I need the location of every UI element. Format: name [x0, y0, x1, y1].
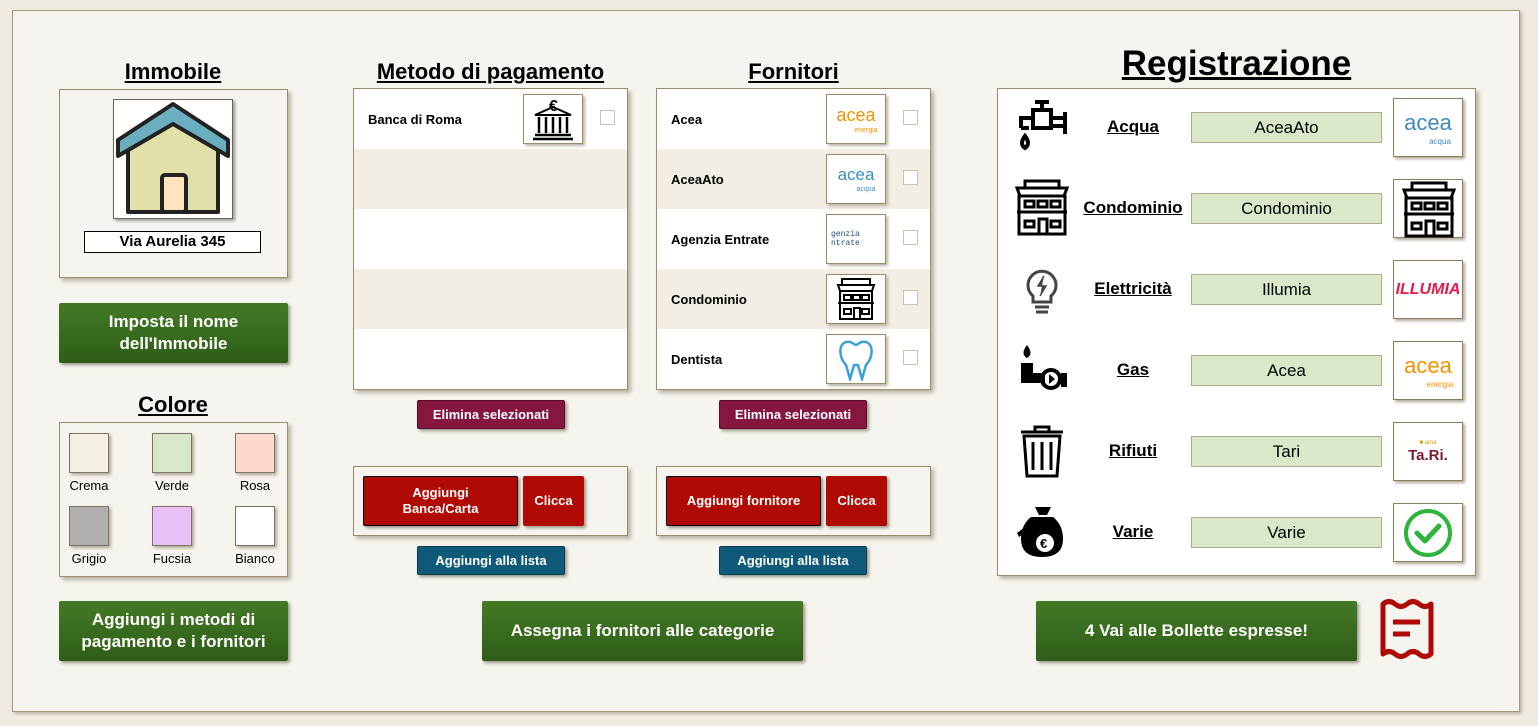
building-logo: [1393, 179, 1463, 238]
tooth-icon: [826, 334, 886, 384]
suppliers-heading: Fornitori: [748, 59, 839, 84]
building-icon: [826, 274, 886, 324]
registration-box: [997, 88, 1476, 576]
go-to-bills-button[interactable]: 4 Vai alle Bollette espresse!: [1036, 601, 1357, 661]
color-swatch-rosa[interactable]: [235, 433, 275, 473]
agenzia-entrate-logo: genzia ntrate: [826, 214, 886, 264]
set-name-button[interactable]: Imposta il nome dell'Immobile: [59, 303, 288, 363]
list-item[interactable]: Banca di Roma: [354, 89, 627, 149]
list-item[interactable]: AceaAto: [657, 149, 930, 209]
add-methods-button[interactable]: Aggiungi i metodi di pagamento e i forni…: [59, 601, 288, 661]
list-item[interactable]: Condominio: [657, 269, 930, 329]
address-field[interactable]: Via Aurelia 345: [84, 231, 261, 253]
add-supplier-to-list-button[interactable]: Aggiungi alla lista: [719, 546, 867, 575]
supplier-name: Dentista: [671, 351, 723, 367]
receipt-icon[interactable]: [1378, 598, 1436, 665]
add-supplier-field[interactable]: Aggiungi fornitore: [666, 476, 821, 526]
list-item[interactable]: Dentista: [657, 329, 930, 389]
checkmark-icon: [1393, 503, 1463, 562]
click-button[interactable]: Clicca: [826, 476, 887, 526]
swatch-label: Crema: [69, 478, 109, 493]
bank-icon: €: [523, 94, 583, 144]
acea-acqua-logo: acea acqua: [826, 154, 886, 204]
swatch-label: Verde: [155, 478, 189, 493]
colore-heading: Colore: [138, 392, 208, 417]
immobile-heading: Immobile: [124, 59, 222, 84]
color-swatch-grigio[interactable]: [69, 506, 109, 546]
category-label-3[interactable]: Gas: [1116, 360, 1150, 379]
category-supplier-field[interactable]: Tari: [1191, 436, 1382, 467]
select-checkbox[interactable]: [903, 110, 918, 125]
click-button[interactable]: Clicca: [523, 476, 584, 526]
category-label-1[interactable]: Condominio: [1083, 198, 1183, 217]
swatch-label: Bianco: [235, 551, 275, 566]
color-swatch-verde[interactable]: [152, 433, 192, 473]
logo-subtext: acqua: [856, 186, 876, 193]
swatch-label: Fucsia: [152, 551, 192, 566]
color-swatch-fucsia[interactable]: [152, 506, 192, 546]
swatch-label: Rosa: [239, 478, 271, 493]
svg-text:€: €: [1040, 536, 1047, 551]
select-checkbox[interactable]: [903, 290, 918, 305]
house-icon[interactable]: [113, 99, 233, 219]
lightbulb-icon: [1013, 260, 1071, 318]
select-checkbox[interactable]: [600, 110, 615, 125]
category-supplier-field[interactable]: Illumia: [1191, 274, 1382, 305]
category-label-5[interactable]: Varie: [1112, 522, 1154, 541]
color-swatch-crema[interactable]: [69, 433, 109, 473]
gas-pipe-icon: [1013, 341, 1071, 399]
assign-suppliers-button[interactable]: Assegna i fornitori alle categorie: [482, 601, 803, 661]
logo-subtext: energia: [854, 126, 878, 134]
empty-row: [354, 149, 627, 209]
payment-list: Banca di Roma €: [353, 88, 628, 390]
supplier-name: Condominio: [671, 291, 747, 307]
payment-name: Banca di Roma: [368, 111, 462, 127]
trash-bin-icon: [1013, 422, 1071, 480]
logo-text: acea: [836, 104, 876, 125]
category-label-2[interactable]: Elettricità: [1094, 279, 1172, 298]
select-checkbox[interactable]: [903, 350, 918, 365]
list-item[interactable]: Agenzia Entrate: [657, 209, 930, 269]
category-supplier-field[interactable]: Condominio: [1191, 193, 1382, 224]
illumia-logo: ILLUMIA: [1393, 260, 1463, 319]
category-supplier-field[interactable]: Acea: [1191, 355, 1382, 386]
logo-text: genzia ntrate: [831, 230, 860, 248]
swatch-label: Grigio: [71, 551, 107, 566]
supplier-name: Acea: [671, 111, 703, 127]
money-bag-icon: €: [1013, 503, 1071, 561]
suppliers-list: Acea AceaAto Agenzia Entrate Condominio …: [656, 88, 931, 390]
delete-selected-suppliers-button[interactable]: Elimina selezionati: [719, 400, 867, 429]
empty-row: [354, 269, 627, 329]
add-payment-to-list-button[interactable]: Aggiungi alla lista: [417, 546, 565, 575]
building-icon: [1013, 179, 1071, 237]
payment-heading: Metodo di pagamento: [376, 59, 605, 84]
select-checkbox[interactable]: [903, 230, 918, 245]
category-supplier-field[interactable]: AceaAto: [1191, 112, 1382, 143]
supplier-name: AceaAto: [671, 171, 724, 187]
color-swatch-bianco[interactable]: [235, 506, 275, 546]
water-tap-icon: [1013, 98, 1071, 156]
empty-row: [354, 209, 627, 269]
supplier-name: Agenzia Entrate: [671, 231, 770, 247]
select-checkbox[interactable]: [903, 170, 918, 185]
list-item[interactable]: Acea: [657, 89, 930, 149]
category-label-4[interactable]: Rifiuti: [1108, 441, 1158, 460]
logo-text: acea: [837, 165, 875, 184]
category-supplier-field[interactable]: Varie: [1191, 517, 1382, 548]
registrazione-heading: Registrazione: [1121, 44, 1352, 83]
delete-selected-payment-button[interactable]: Elimina selezionati: [417, 400, 565, 429]
category-label-0[interactable]: Acqua: [1107, 117, 1159, 136]
add-bank-card-field[interactable]: Aggiungi Banca/Carta: [363, 476, 518, 526]
